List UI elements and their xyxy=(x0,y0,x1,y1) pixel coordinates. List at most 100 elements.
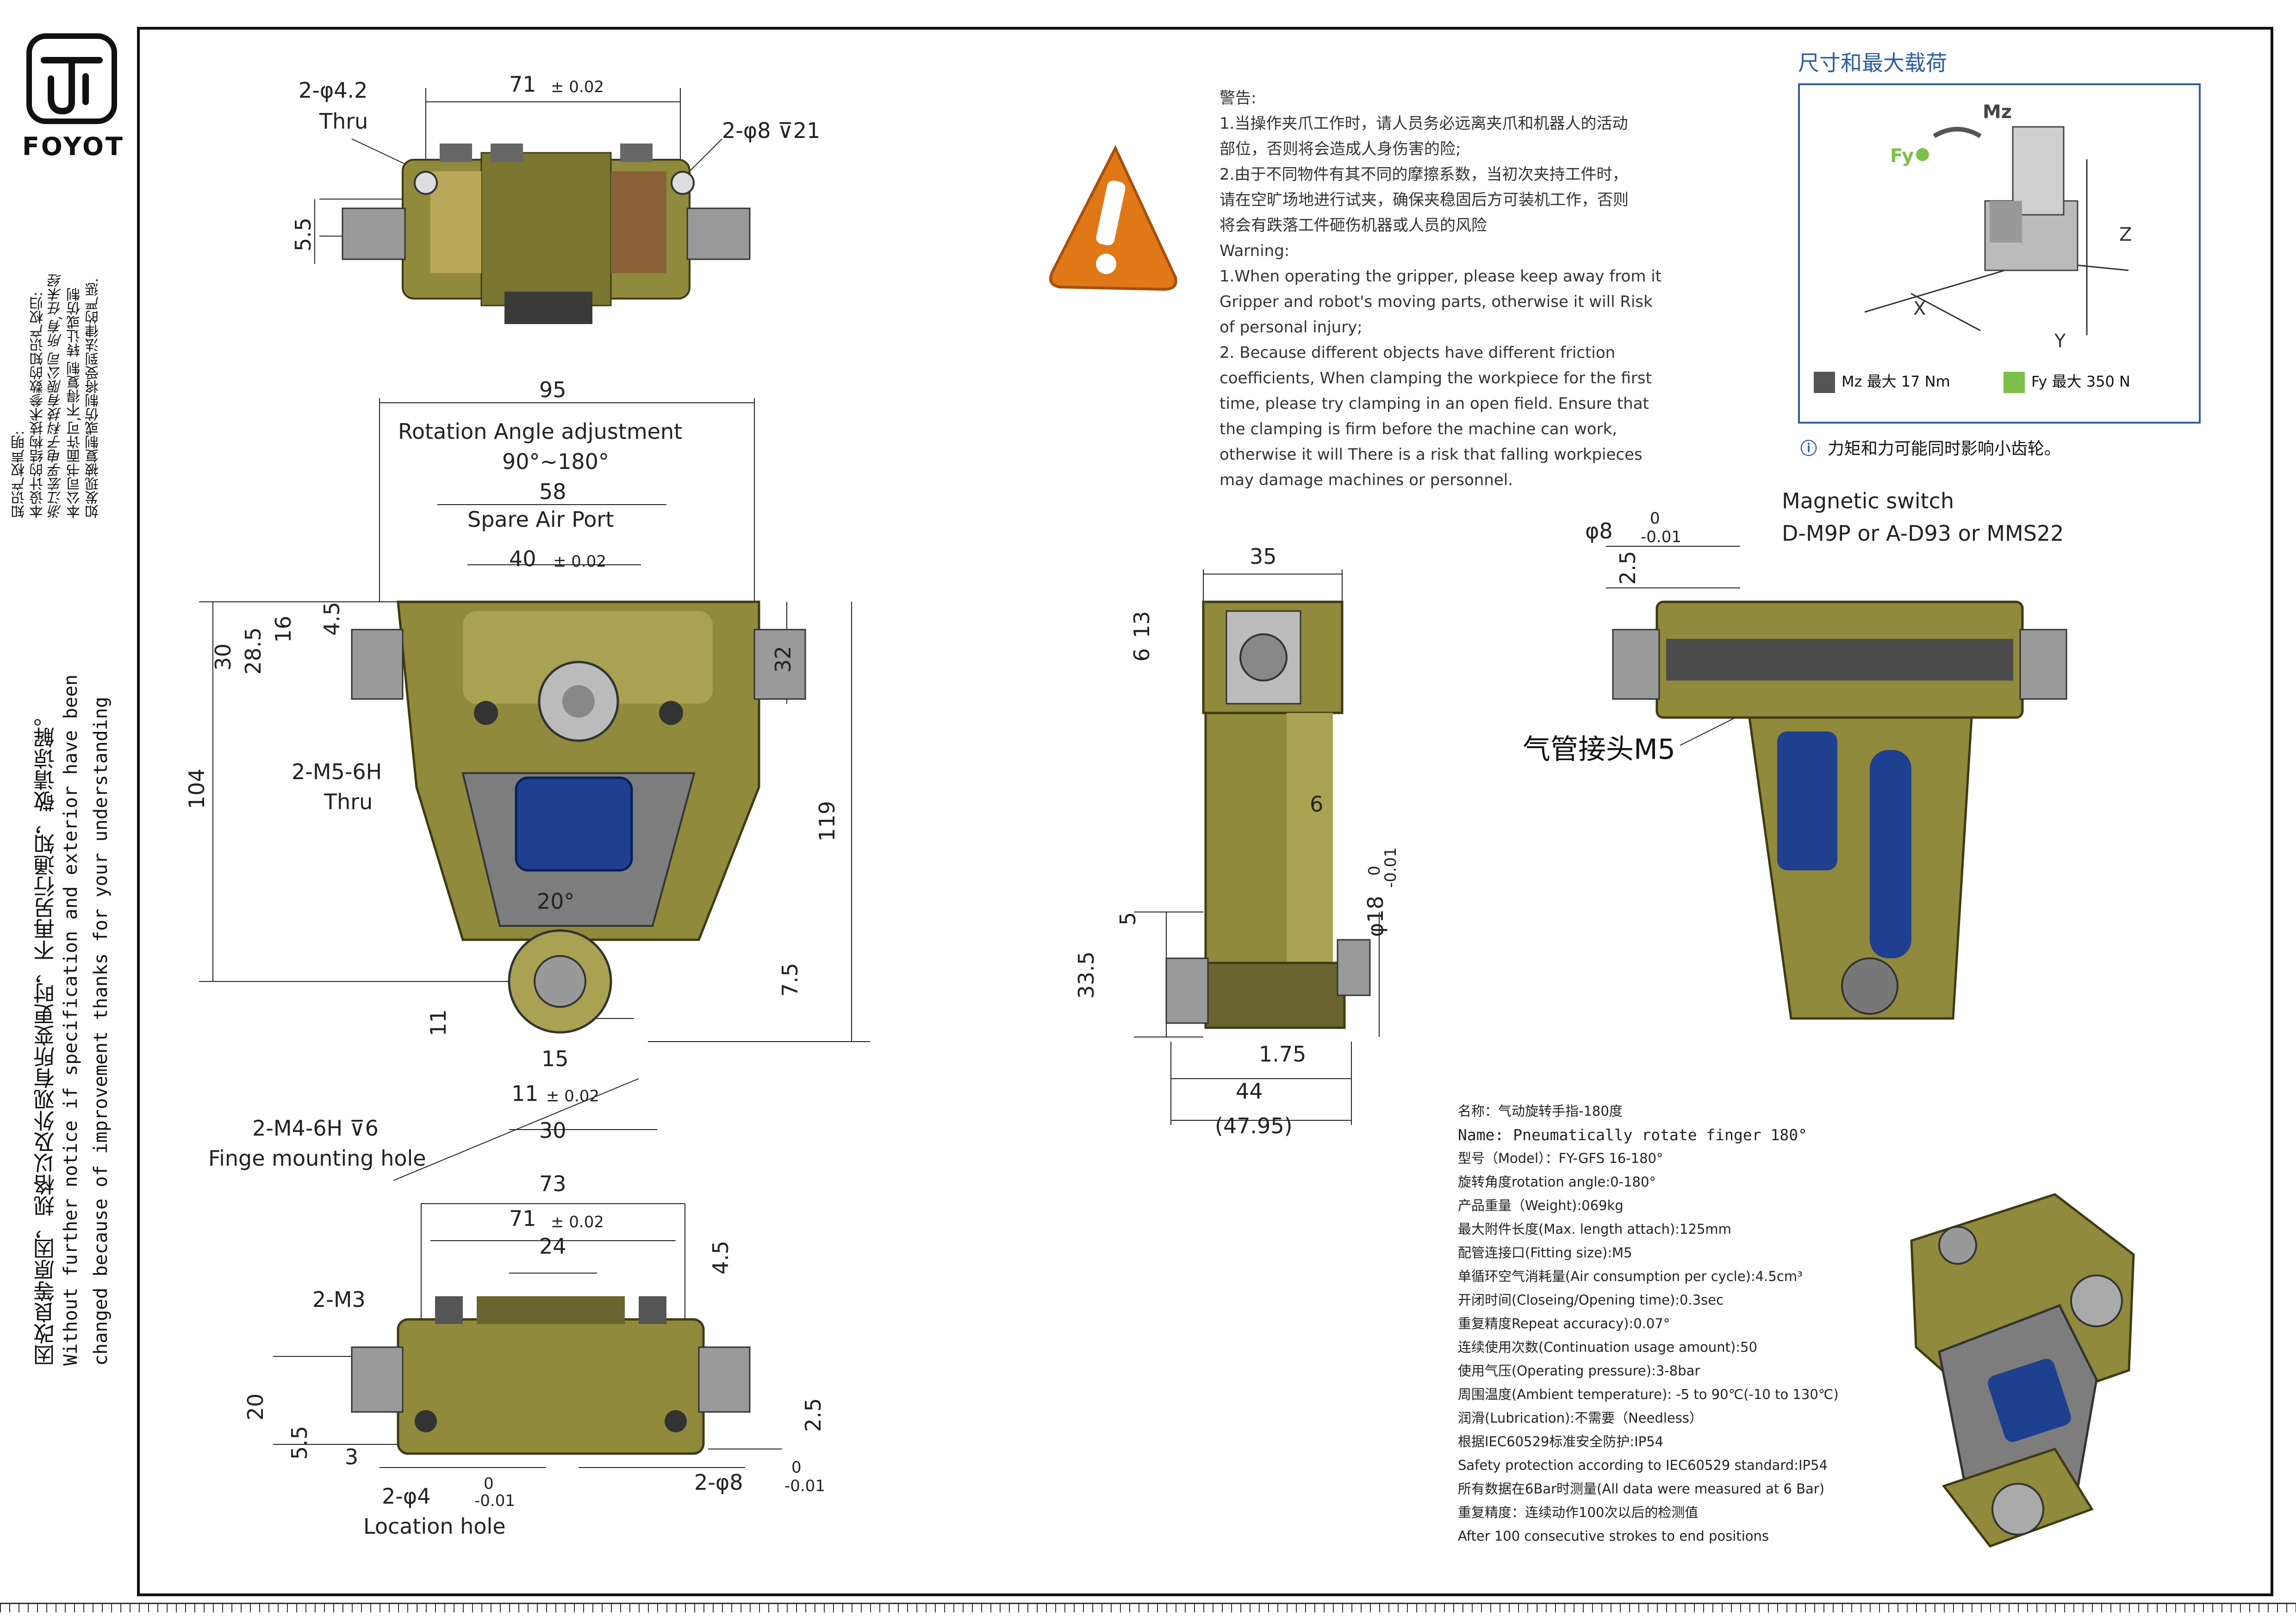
spec-line: 使用气压(Operating pressure):3-8bar xyxy=(1458,1363,1700,1379)
spec-line: 重复精度Repeat accuracy):0.07° xyxy=(1458,1316,1670,1331)
foyot-logo xyxy=(25,32,118,125)
warning-en-2c: time, please try clamping in an open fie… xyxy=(1220,394,1649,413)
right-phi8-tol-hi: 0 xyxy=(1650,509,1660,528)
right-view-drawing xyxy=(1606,546,2067,1020)
front-rotation-label: Rotation Angle adjustment xyxy=(398,419,683,444)
load-title: 尺寸和最大载荷 xyxy=(1798,50,1947,75)
load-diagram-box: Mz Fy Z X Y Mz 最大 17 Nm Fy 最大 350 N xyxy=(1798,83,2201,424)
right-dim-2-5: 2.5 xyxy=(1615,551,1640,585)
spec-line: 润滑(Lubrication):不需要（Needless） xyxy=(1458,1410,1703,1426)
spec-line: 名称：气动旋转手指-180度 xyxy=(1458,1103,1623,1119)
front-dim-40: 40 xyxy=(509,546,536,571)
front-spare-air-port: Spare Air Port xyxy=(467,507,614,532)
ip-line-3: 本公司书面许可,不得复制 转让或仿制 xyxy=(67,287,83,518)
spec-line: 连续使用次数(Continuation usage amount):50 xyxy=(1458,1339,1758,1355)
top-tol-71: ± 0.02 xyxy=(551,78,604,96)
right-fitting-label: 气管接头M5 xyxy=(1523,733,1675,766)
front-dim-4-5: 4.5 xyxy=(319,602,344,636)
spec-line: 最大附件长度(Max. length attach):125mm xyxy=(1458,1221,1731,1237)
warning-en-2b: coefficients, When clamping the workpiec… xyxy=(1220,369,1652,387)
bottom-tol-71: ± 0.02 xyxy=(551,1213,604,1231)
spec-line: 型号（Model）：FY-GFS 16-180° xyxy=(1458,1150,1663,1166)
bottom-dim-71: 71 xyxy=(509,1206,536,1231)
bottom-dim-73: 73 xyxy=(539,1171,566,1196)
bottom-dim-20: 20 xyxy=(243,1393,268,1421)
side-dim-13: 13 xyxy=(1129,611,1154,638)
mz-swatch xyxy=(1814,372,1835,393)
warning-en-1a: 1.When operating the gripper, please kee… xyxy=(1220,267,1662,286)
spec-line: 旋转角度rotation angle:0-180° xyxy=(1458,1174,1656,1190)
warning-cn-2c: 将会有跌落工件砸伤机器或人员的风险 xyxy=(1220,216,1487,235)
top-hole2: 2-φ8 ⊽21 xyxy=(722,118,821,143)
front-dim-32: 32 xyxy=(771,646,796,673)
side-dim-47-95: (47.95) xyxy=(1215,1113,1293,1138)
load-fy-legend: Fy 最大 350 N xyxy=(2004,370,2130,393)
front-dim-58: 58 xyxy=(539,479,566,504)
side-dim-44: 44 xyxy=(1236,1079,1263,1104)
load-fy-axis: Fy xyxy=(1890,145,1914,167)
front-dim-95: 95 xyxy=(539,377,566,402)
product-render-3d xyxy=(1910,1193,2135,1548)
top-hole1-count: 2-φ4.2 xyxy=(299,78,368,103)
bottom-dim-24: 24 xyxy=(539,1234,566,1259)
front-dim-15: 15 xyxy=(541,1046,569,1071)
load-note: ⓘ 力矩和力可能同时影响小齿轮。 xyxy=(1800,439,2061,458)
notice-en-1: Without further notice if specification … xyxy=(60,674,81,1366)
side-dim-6-b: 6 xyxy=(1310,792,1324,817)
warning-en-2d: the clamping is firm before the machine … xyxy=(1220,420,1618,438)
bottom-location-dim: 2-φ4 xyxy=(382,1484,431,1509)
front-dim-11: 11 xyxy=(426,1009,451,1037)
front-angle-20: 20° xyxy=(537,889,575,914)
bottom-location-tol-hi: 0 xyxy=(484,1474,494,1493)
front-dim-30-b: 30 xyxy=(539,1118,566,1143)
right-switch-models: D-M9P or A-D93 or MMS22 xyxy=(1782,521,2064,546)
load-z-axis: Z xyxy=(2119,224,2132,245)
spec-line: 周围温度(Ambient temperature): -5 to 90℃(-10… xyxy=(1458,1387,1839,1402)
warning-en-2a: 2. Because different objects have differ… xyxy=(1220,344,1616,362)
side-dim-18-hi: 0 xyxy=(1365,866,1384,876)
front-dim-28-5: 28.5 xyxy=(241,627,266,675)
side-dim-18-lo: -0.01 xyxy=(1381,847,1400,888)
side-dim-1-75: 1.75 xyxy=(1259,1042,1307,1067)
load-axes-diagram xyxy=(1864,126,2129,335)
load-mz-axis: Mz xyxy=(1983,101,2012,123)
front-tol-11-b: ± 0.02 xyxy=(546,1087,599,1106)
spec-line: 配管连接口(Fitting size):M5 xyxy=(1458,1245,1632,1261)
front-rotation-range: 90°~180° xyxy=(502,449,609,474)
side-dim-35: 35 xyxy=(1250,544,1277,569)
foyot-logo-icon xyxy=(26,33,117,124)
warning-cn-2b: 请在空旷场地进行试夹，确保夹稳固后方可装机工作，否则 xyxy=(1220,191,1629,209)
bottom-phi8-dim: 2-φ8 xyxy=(694,1470,743,1495)
spec-line: 产品重量（Weight):069kg xyxy=(1458,1198,1624,1213)
warning-cn-1b: 部位，否则将会造成人身伤害的险; xyxy=(1220,140,1461,158)
spec-line: Safety protection according to IEC60529 … xyxy=(1458,1457,1828,1473)
front-m5-label: 2-M5-6H xyxy=(292,759,382,784)
bottom-m3-label: 2-M3 xyxy=(312,1287,366,1312)
right-switch-title: Magnetic switch xyxy=(1782,488,1954,513)
front-dim-11-b: 11 xyxy=(511,1081,539,1106)
spec-line: 所有数据在6Bar时测量(All data were measured at 6… xyxy=(1458,1481,1825,1497)
front-dim-7-5: 7.5 xyxy=(778,963,803,997)
side-dim-5: 5 xyxy=(1115,912,1140,926)
side-dim-18: φ18 xyxy=(1363,896,1388,937)
bottom-ruler xyxy=(0,1603,2296,1624)
spec-line: 根据IEC60529标准安全防护:IP54 xyxy=(1458,1434,1664,1449)
warning-cn-2a: 2.由于不同物件有其不同的摩擦系数，当初次夹持工件时， xyxy=(1220,165,1628,184)
front-dim-119: 119 xyxy=(815,801,840,842)
warning-cn-title: 警告: xyxy=(1220,89,1257,107)
spec-line: After 100 consecutive strokes to end pos… xyxy=(1458,1528,1769,1544)
front-m4-mounting: Finge mounting hole xyxy=(208,1146,426,1171)
notice-cn: 因改良等原因，规格以及外观有所变更时，不再另行通知，敬请谅解。 xyxy=(33,706,58,1366)
notice-en-2: changed because of improvement thanks fo… xyxy=(90,697,112,1366)
side-dim-33-5: 33.5 xyxy=(1074,951,1099,999)
right-phi8-tol-lo: -0.01 xyxy=(1641,528,1681,546)
bottom-dim-5-5: 5.5 xyxy=(287,1426,312,1460)
bottom-dim-2-5: 2.5 xyxy=(801,1398,826,1432)
info-icon: ⓘ xyxy=(1800,439,1817,458)
ip-line-4: 如发现被复制或仿制将受到法律的严惩. xyxy=(85,278,101,518)
warning-en-1c: of personal injury; xyxy=(1220,318,1363,337)
ip-line-1: 本设计的结构技术参数的知识产权归: xyxy=(30,291,46,518)
warning-icon xyxy=(1049,145,1177,291)
top-dim-5-5: 5.5 xyxy=(291,218,316,252)
